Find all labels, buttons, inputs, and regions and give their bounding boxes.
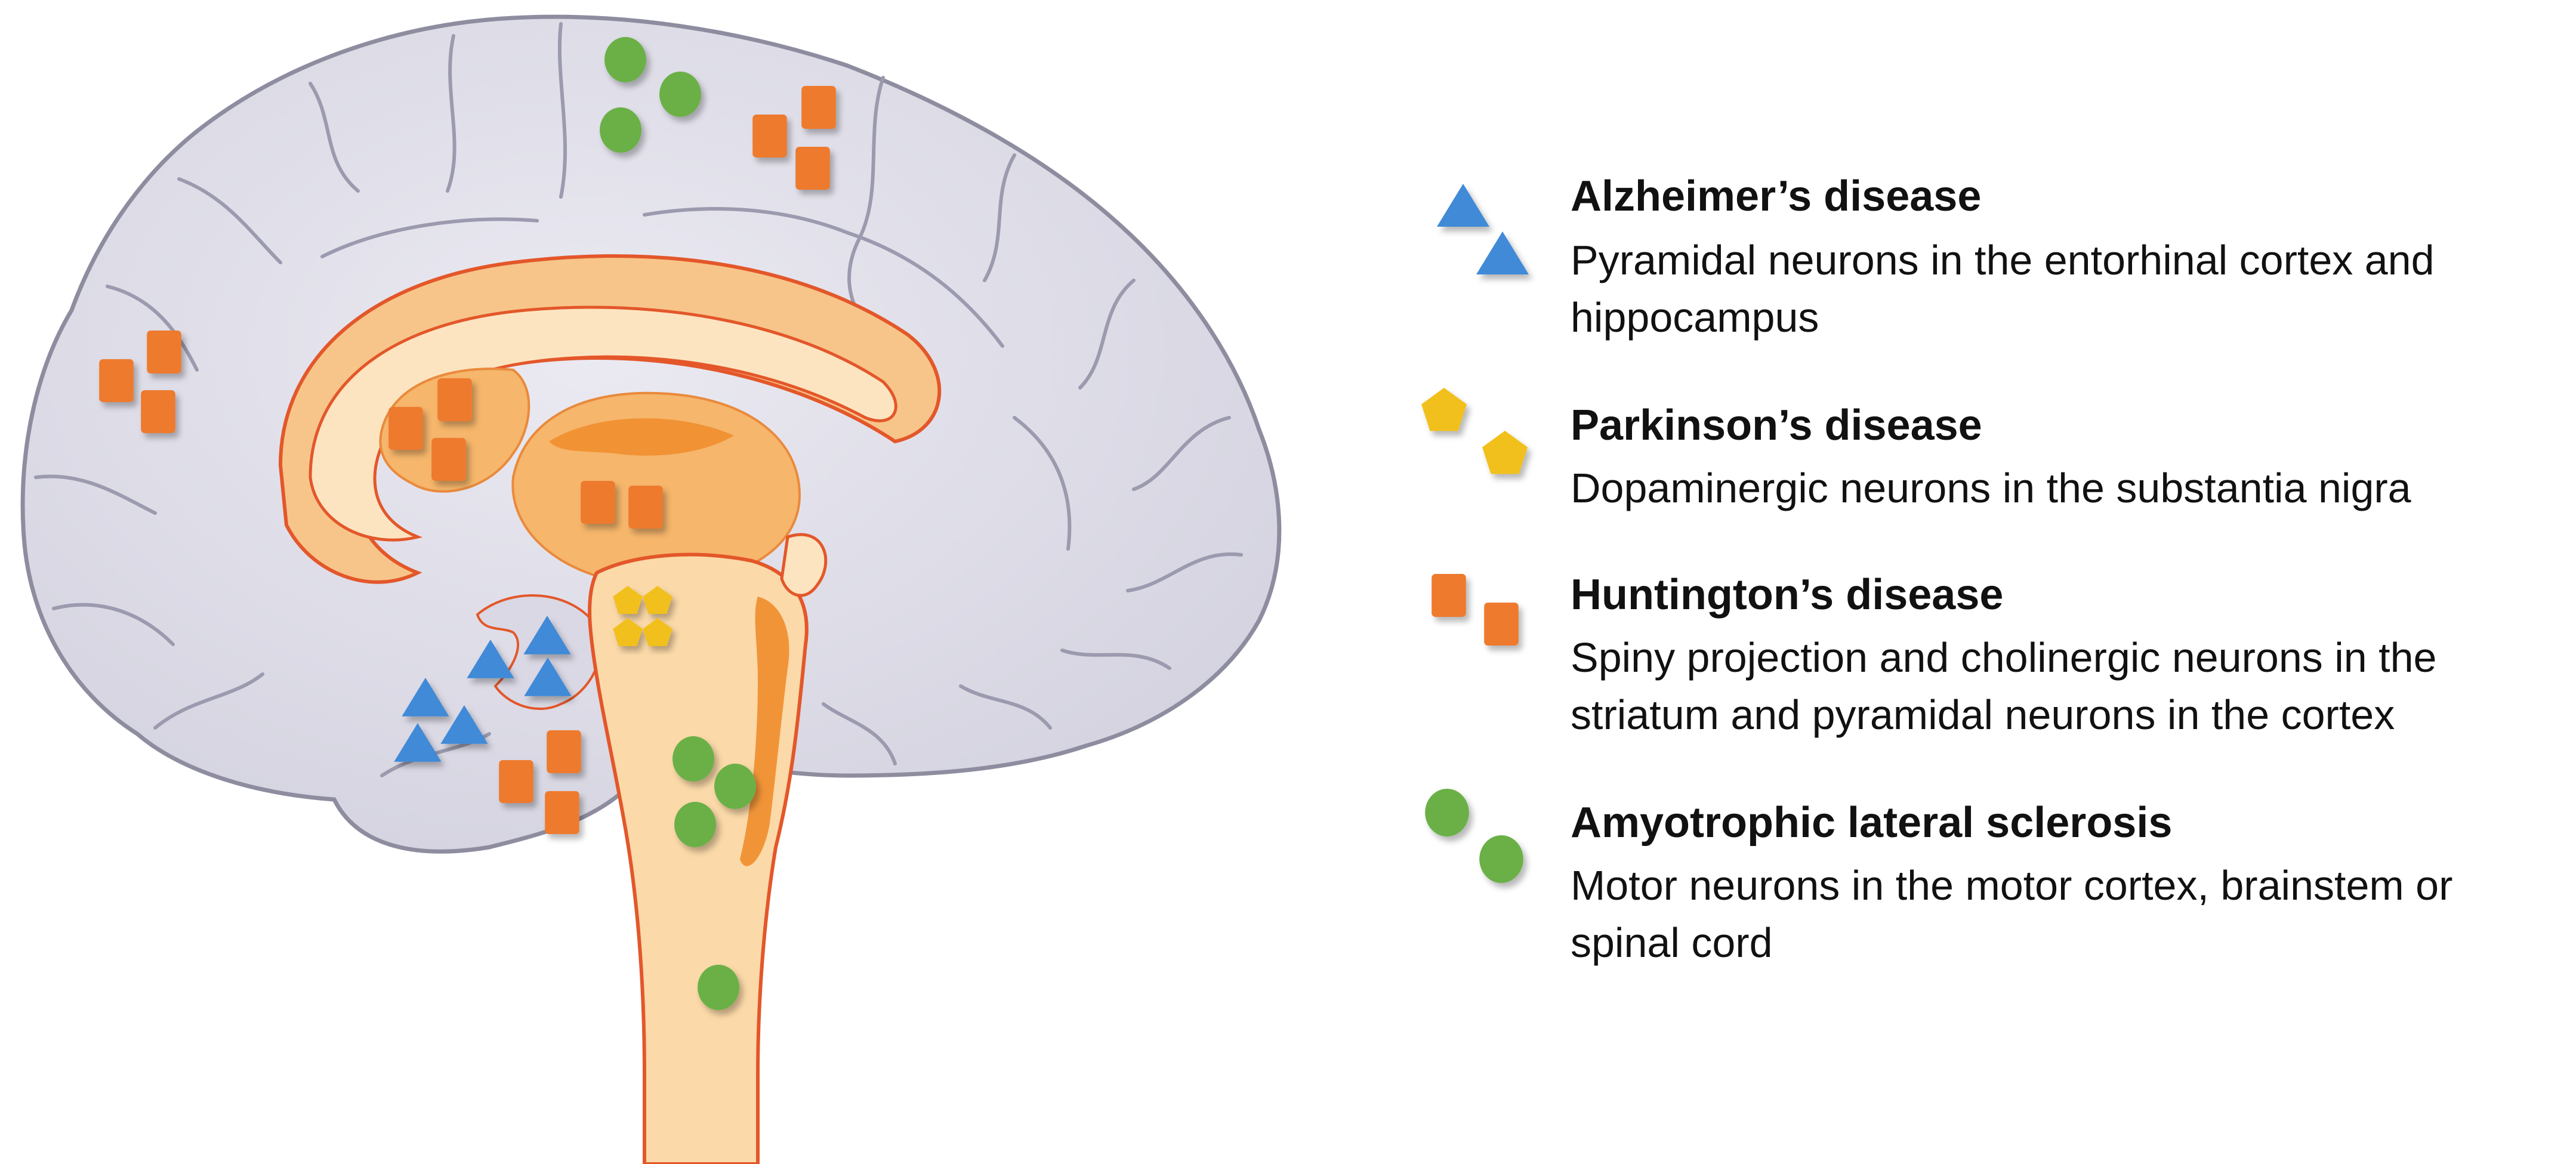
- legend-desc-alzheimers-line-1: Pyramidal neurons in the entorhinal cort…: [1571, 237, 2435, 283]
- als-brain-marker-3: [600, 107, 641, 153]
- parkinsons-brain-marker-4: [643, 618, 672, 646]
- alzheimers-brain-marker-4: [402, 678, 449, 717]
- legend-parkinsons-marker-1: [1421, 388, 1467, 431]
- legend-desc-als-line-2: spinal cord: [1571, 919, 1773, 966]
- legend-als-marker-1: [1425, 789, 1469, 836]
- legend-title-alzheimers: Alzheimer’s disease: [1571, 172, 1982, 220]
- corpus-callosum: [308, 305, 897, 542]
- legend-huntingtons-marker-1: [1432, 574, 1466, 617]
- legend-desc-alzheimers-line-2: hippocampus: [1571, 294, 1819, 341]
- striatum: [379, 368, 530, 493]
- alzheimers-brain-marker-3: [524, 657, 572, 696]
- als-brain-marker-5: [714, 764, 756, 809]
- huntingtons-brain-marker-6: [141, 390, 175, 433]
- als-brain-marker-2: [659, 72, 701, 117]
- huntingtons-brain-marker-14: [545, 791, 579, 834]
- huntingtons-brain-marker-9: [431, 438, 466, 481]
- huntingtons-brain-marker-3: [795, 147, 830, 190]
- huntingtons-brain-marker-8: [388, 407, 423, 450]
- huntingtons-brain-marker-7: [437, 378, 472, 421]
- huntingtons-brain-marker-13: [499, 760, 533, 803]
- huntingtons-brain-marker-12: [547, 730, 581, 773]
- huntingtons-brain-marker-2: [752, 115, 787, 158]
- thalamus-dark-band: [549, 418, 734, 456]
- legend-parkinsons-marker-2: [1482, 431, 1528, 474]
- huntingtons-brain-marker-5: [99, 359, 134, 402]
- huntingtons-brain-marker-4: [147, 331, 181, 373]
- legend-title-parkinsons: Parkinson’s disease: [1571, 402, 1982, 449]
- brain-markers: [99, 37, 836, 1010]
- als-brain-marker-1: [604, 37, 646, 82]
- legend-desc-als-line-1: Motor neurons in the motor cortex, brain…: [1571, 862, 2453, 909]
- parkinsons-brain-marker-3: [613, 618, 643, 646]
- cerebellum-edge: [780, 533, 828, 597]
- alzheimers-brain-marker-5: [440, 705, 488, 744]
- huntingtons-brain-marker-10: [581, 481, 615, 524]
- alzheimers-brain-marker-1: [523, 616, 571, 654]
- legend-markers: [1421, 184, 1529, 883]
- legend-desc-huntingtons-line-2: striatum and pyramidal neurons in the co…: [1571, 691, 2395, 738]
- legend-huntingtons-marker-2: [1484, 603, 1519, 646]
- legend-alzheimers-marker-1: [1437, 184, 1489, 227]
- huntingtons-brain-marker-11: [628, 486, 663, 529]
- alzheimers-brain-marker-6: [394, 723, 442, 762]
- brainstem: [588, 552, 809, 1164]
- legend-desc-parkinsons-line-1: Dopaminergic neurons in the substantia n…: [1571, 465, 2411, 511]
- legend-desc-huntingtons-line-1: Spiny projection and cholinergic neurons…: [1571, 634, 2437, 681]
- parkinsons-brain-marker-2: [643, 586, 672, 614]
- als-brain-marker-6: [674, 802, 716, 847]
- legend-als-marker-2: [1479, 835, 1523, 883]
- legend-alzheimers-marker-2: [1476, 231, 1529, 274]
- legend-title-als: Amyotrophic lateral sclerosis: [1571, 799, 2173, 847]
- als-brain-marker-4: [672, 736, 714, 782]
- als-brain-marker-7: [698, 965, 739, 1010]
- legend-title-huntingtons: Huntington’s disease: [1571, 571, 2004, 619]
- alzheimers-brain-marker-2: [467, 640, 514, 678]
- huntingtons-brain-marker-1: [801, 86, 836, 129]
- parkinsons-brain-marker-1: [613, 586, 643, 614]
